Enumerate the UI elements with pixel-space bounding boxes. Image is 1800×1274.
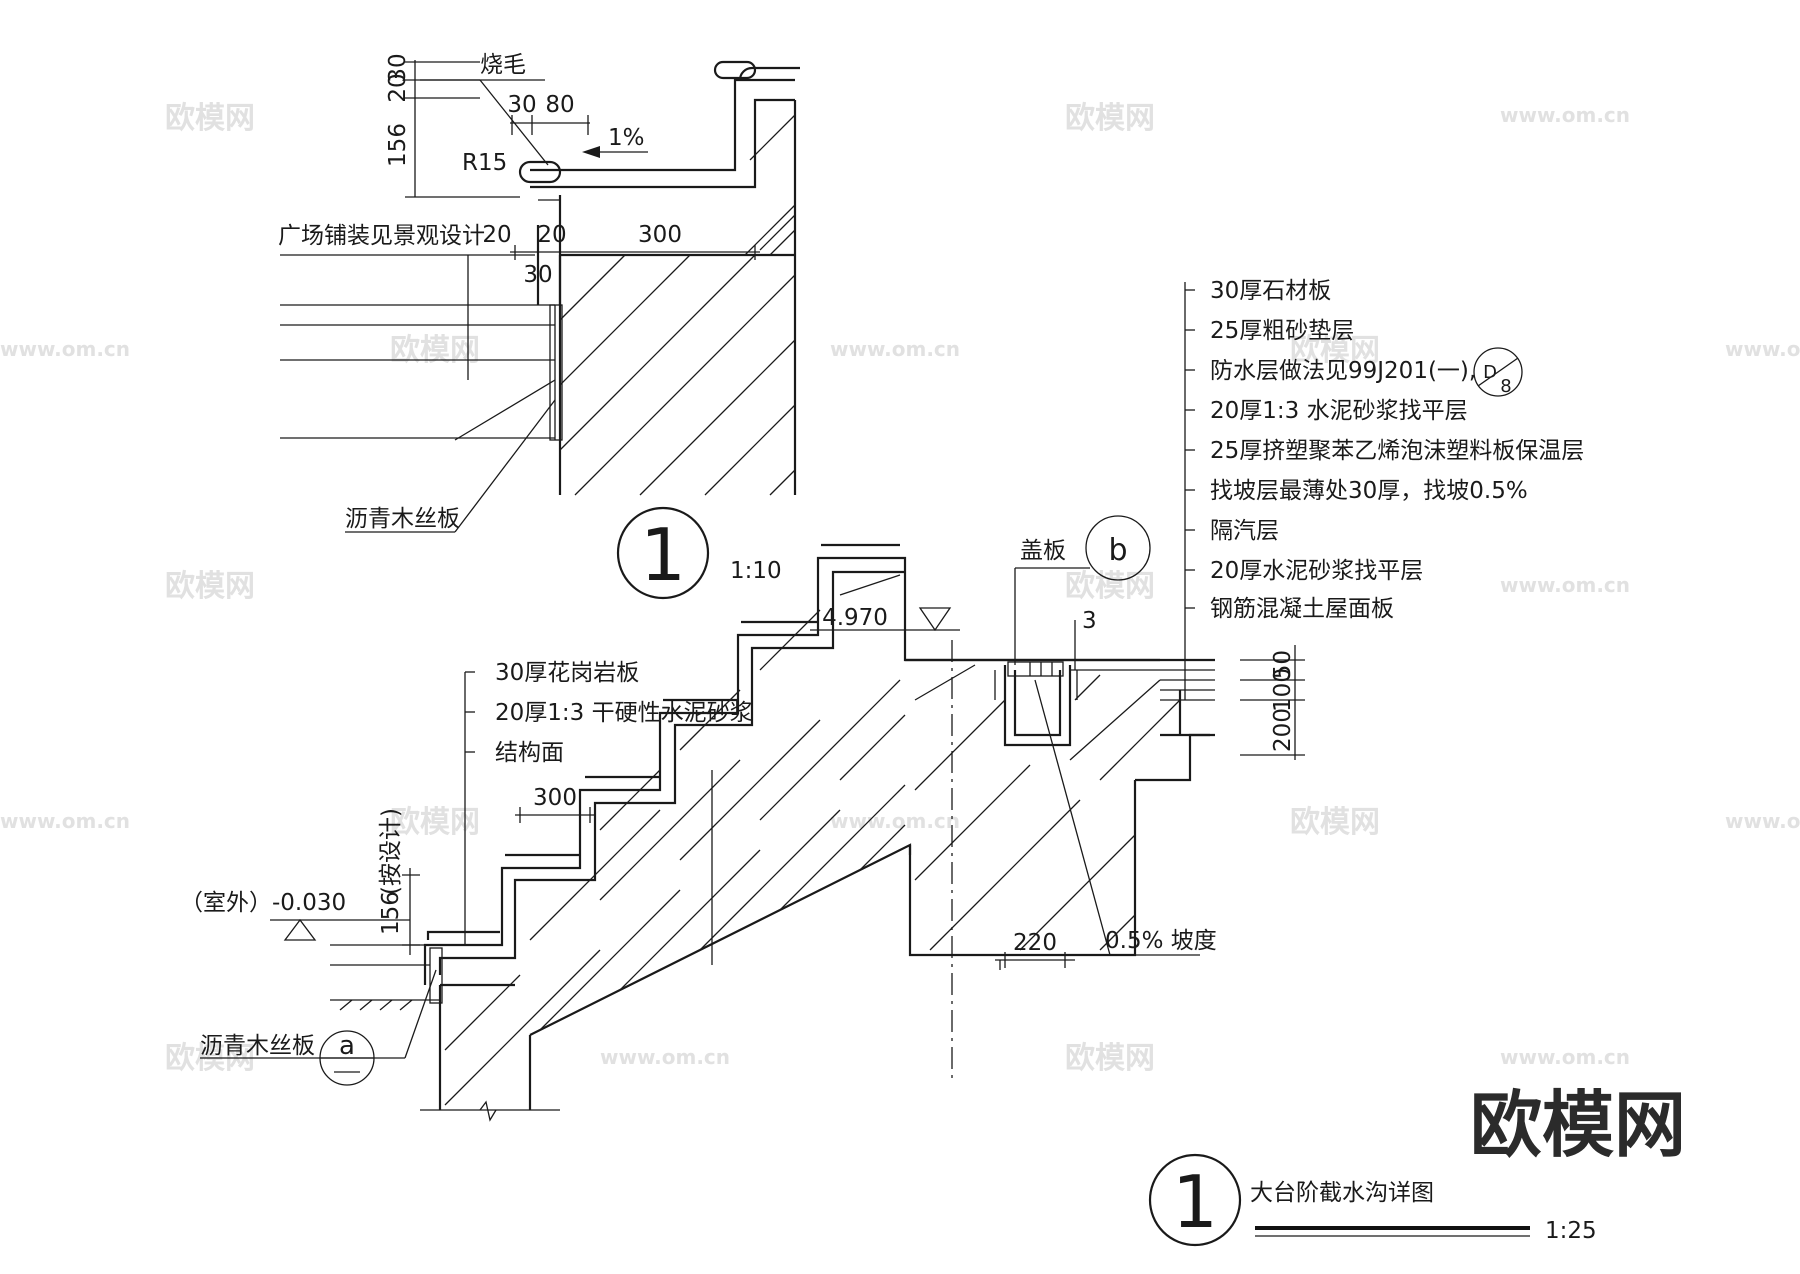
watermark-brand: 欧模网 xyxy=(390,333,480,368)
title-scale: 1:25 xyxy=(1545,1218,1597,1244)
watermark-site: www.om.cn xyxy=(830,809,960,833)
roof-note-8: 20厚水泥砂浆找平层 xyxy=(1210,558,1423,584)
step-note-3: 结构面 xyxy=(495,740,564,766)
ref-a: a xyxy=(339,1031,355,1061)
watermark-site: www.om.cn xyxy=(600,1045,730,1069)
detail1-stone xyxy=(518,60,800,441)
detail1-dim-bottom xyxy=(510,245,760,260)
roof-leader xyxy=(1184,282,1195,700)
elevation-top-value: 4.970 xyxy=(822,605,888,631)
step-note-1: 30厚花岗岩板 xyxy=(495,660,639,686)
dim-20c: 20 xyxy=(537,222,566,248)
ref-a-marker xyxy=(319,1030,375,1086)
dim-200: 200 xyxy=(1270,708,1296,752)
watermark-brand: 欧模网 xyxy=(1290,805,1380,840)
cover-ref: b xyxy=(1108,533,1127,568)
dim-220-line xyxy=(995,952,1075,970)
dim-156: 156 xyxy=(385,123,411,167)
dim-20b: 20 xyxy=(482,222,511,248)
watermark-brand: 欧模网 xyxy=(1065,569,1155,604)
dim-right-lines xyxy=(1240,645,1305,760)
stairs xyxy=(423,543,1215,1110)
roof-note-5: 25厚挤塑聚苯乙烯泡沫塑料板保温层 xyxy=(1210,438,1584,464)
dim-300: 300 xyxy=(638,222,682,248)
watermarks: 欧模网 欧模网 www.om.cn 欧模网 欧模网 www.om.cn www.… xyxy=(0,101,1800,1076)
watermark-site: www.om.cn xyxy=(0,809,130,833)
watermark-brand: 欧模网 xyxy=(165,569,255,604)
roof-note-7: 隔汽层 xyxy=(1210,518,1279,544)
dim-20a: 20 xyxy=(385,73,411,102)
slope-label: 1% xyxy=(608,125,645,151)
title: 大台阶截水沟详图 xyxy=(1250,1180,1434,1206)
roof-note-1: 30厚石材板 xyxy=(1210,278,1331,304)
detail1-hatch xyxy=(559,114,796,496)
outdoor-label: （室外） xyxy=(180,890,272,916)
watermark-site: www.om.cn xyxy=(1500,1045,1630,1069)
watermark-site: www.om.cn xyxy=(0,337,130,361)
dim-30c: 30 xyxy=(523,262,552,288)
cover-label: 盖板 xyxy=(1020,538,1066,564)
asphalt-label: 沥青木丝板 xyxy=(200,1033,315,1059)
slope-leader xyxy=(1034,679,1200,956)
title-number: 1 xyxy=(1172,1160,1218,1244)
detail-2: 4.970 （室外） -0.030 156 (按设计) 300 3 xyxy=(180,278,1597,1247)
roof-note-6: 找坡层最薄处30厚，找坡0.5% xyxy=(1210,478,1528,504)
note-paving: 广场铺装见景观设计 xyxy=(278,223,485,249)
dim-30a: 30 xyxy=(385,53,411,82)
brand-logo: 欧模网 xyxy=(1470,1083,1686,1167)
cover-leader xyxy=(1014,567,1090,665)
watermark-site: www.om.cn xyxy=(1725,337,1800,361)
watermark-brand: 欧模网 xyxy=(1065,1041,1155,1076)
watermark-site: www.om.cn xyxy=(830,337,960,361)
roof-note-3: 防水层做法见99J201(一), xyxy=(1210,358,1476,384)
dim-220: 220 xyxy=(1013,930,1057,956)
dim-30b: 30 xyxy=(507,92,536,118)
detail1-paving xyxy=(280,254,555,439)
dim-300: 300 xyxy=(533,785,577,811)
detail-1: 30 20 156 30 80 1% 20 20 300 30 xyxy=(278,52,800,600)
dim-50: 50 xyxy=(1270,650,1296,679)
detail1-slope-arrow xyxy=(582,146,648,158)
title-callout-circle xyxy=(1148,1153,1242,1247)
roof-note-ref: D 8 xyxy=(1473,347,1523,397)
detail1-dim-top xyxy=(510,115,590,135)
elevation-outdoor-value: -0.030 xyxy=(272,890,346,916)
roof-note-2: 25厚粗砂垫层 xyxy=(1210,318,1354,344)
detail1-leaders xyxy=(345,79,556,533)
dim-80: 80 xyxy=(545,92,574,118)
note-burned: 烧毛 xyxy=(480,52,526,78)
note-radius: R15 xyxy=(462,150,507,176)
stair-hatch xyxy=(444,574,1181,1106)
roof-note-4: 20厚1:3 水泥砂浆找平层 xyxy=(1210,398,1468,424)
step-leader xyxy=(464,671,475,945)
watermark-brand: 欧模网 xyxy=(1290,333,1380,368)
watermark-site: www.om.cn xyxy=(1500,103,1630,127)
watermark-site: www.om.cn xyxy=(1500,573,1630,597)
ground-left xyxy=(330,944,560,1122)
elevation-top xyxy=(810,607,960,632)
watermark-brand: 欧模网 xyxy=(1065,101,1155,136)
dim-3: 3 xyxy=(1082,608,1097,634)
detail1-scale: 1:10 xyxy=(730,558,782,584)
ref-top: D xyxy=(1483,362,1497,383)
elevation-outdoor xyxy=(270,918,410,941)
slope-note: 0.5% 坡度 xyxy=(1105,928,1217,954)
cover-ref-circle xyxy=(1085,515,1151,581)
step-note-2: 20厚1:3 干硬性水泥砂浆 xyxy=(495,700,753,726)
dim-156-line xyxy=(402,868,420,955)
dim-100: 100 xyxy=(1270,668,1296,712)
dim-300-line xyxy=(515,807,595,823)
detail1-callout-number: 1 xyxy=(640,513,686,597)
roof-note-9: 钢筋混凝土屋面板 xyxy=(1210,596,1394,622)
dim-156: 156 xyxy=(378,891,404,935)
detail1-callout-circle xyxy=(616,506,710,600)
ref-bottom: 8 xyxy=(1500,376,1511,397)
watermark-brand: 欧模网 xyxy=(165,101,255,136)
detail1-structure xyxy=(558,100,797,496)
note-asphalt: 沥青木丝板 xyxy=(345,506,460,532)
watermark-site: www.om.cn xyxy=(1725,809,1800,833)
dim-156-note: (按设计) xyxy=(378,808,404,895)
